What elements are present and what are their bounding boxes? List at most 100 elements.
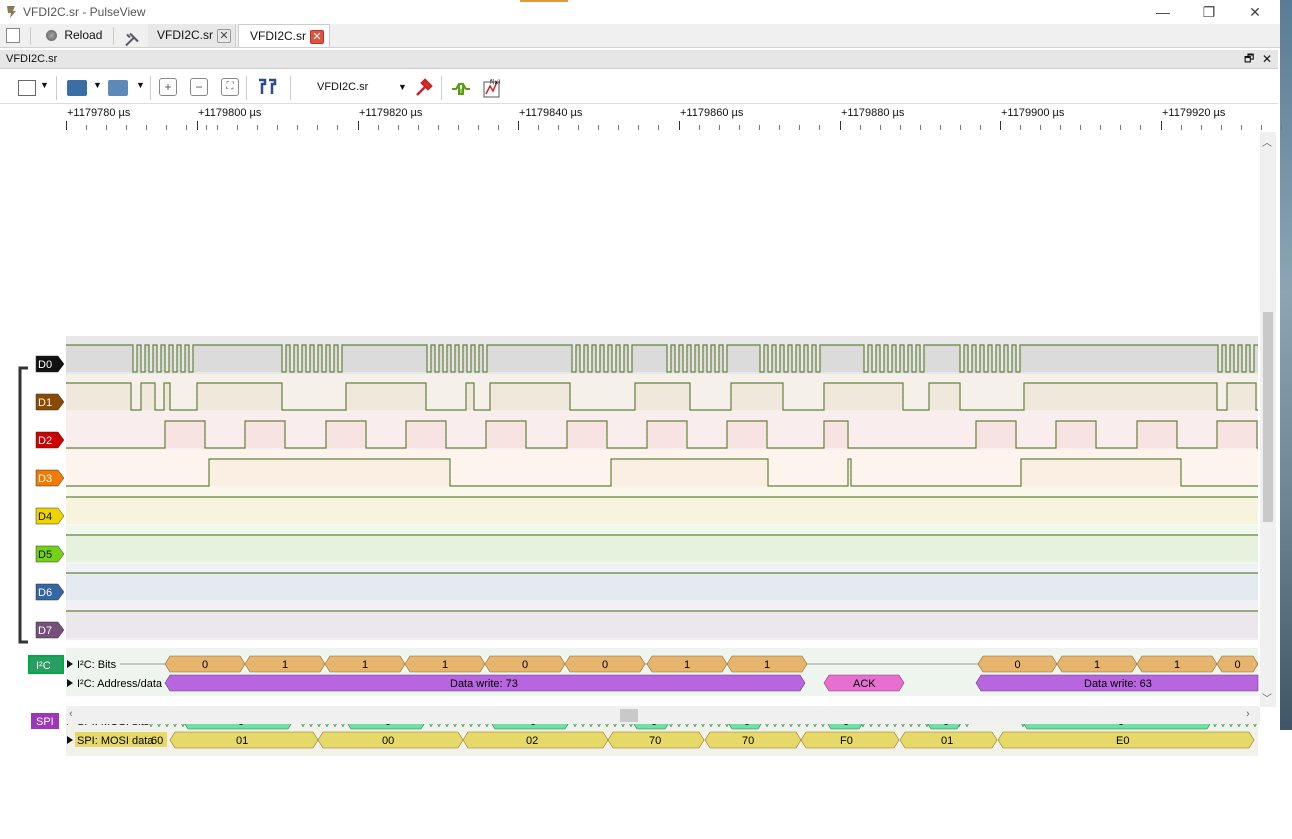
device-selector[interactable]: VFDI2C.sr ▼ xyxy=(300,78,408,96)
ruler-minor-tick xyxy=(378,125,379,130)
maximize-button[interactable]: ❐ xyxy=(1202,4,1216,20)
ruler-minor-tick xyxy=(1060,125,1061,130)
channel-label-badge xyxy=(35,355,65,373)
channel-label-badge xyxy=(35,507,65,525)
high-level-fill xyxy=(455,345,459,372)
zoom-in-icon[interactable]: + xyxy=(159,78,177,96)
channel-label-badge xyxy=(35,431,65,449)
scroll-down-icon[interactable]: ﹀ xyxy=(1262,694,1272,705)
high-level-fill xyxy=(169,345,173,372)
high-level-fill xyxy=(66,535,1258,562)
channel-label-d3: D3 xyxy=(38,473,52,485)
spi-data-value: 02 xyxy=(526,735,538,747)
high-level-fill xyxy=(1137,421,1177,448)
i2c-decoder-badge xyxy=(28,655,64,674)
ruler-minor-tick xyxy=(1020,125,1021,130)
close-dock-icon[interactable]: ✕ xyxy=(1262,52,1273,66)
channel-label-badge xyxy=(35,469,65,487)
vertical-scroll-thumb[interactable] xyxy=(1263,312,1273,522)
zoom-fit-icon[interactable]: ⛶ xyxy=(221,78,239,96)
tab-session-2[interactable]: VFDI2C.sr✕ xyxy=(238,24,330,47)
horizontal-scrollbar[interactable]: ‹ › xyxy=(66,707,1260,724)
close-button[interactable]: ✕ xyxy=(1249,4,1261,20)
channel-label-d6: D6 xyxy=(38,587,52,599)
save-dropdown-icon[interactable]: ▼ xyxy=(136,80,145,90)
new-view-icon[interactable] xyxy=(18,80,36,96)
ruler-tick xyxy=(1161,121,1162,130)
i2c-bit-value: 1 xyxy=(1174,659,1180,671)
i2c-bits-label: I²C: Bits xyxy=(77,659,117,671)
tab-close-icon[interactable]: ✕ xyxy=(310,29,325,44)
ruler-minor-tick xyxy=(418,125,419,130)
high-level-fill xyxy=(1021,459,1181,486)
tab-session-1[interactable]: VFDI2C.sr✕ xyxy=(148,24,236,47)
ruler-minor-tick xyxy=(1281,125,1282,130)
high-level-fill xyxy=(1004,345,1008,372)
high-level-fill xyxy=(671,345,675,372)
horizontal-scroll-thumb[interactable] xyxy=(620,709,638,722)
high-level-fill xyxy=(611,459,768,486)
vertical-scrollbar[interactable]: ︿ ﹀ xyxy=(1260,132,1276,707)
high-level-fill xyxy=(490,383,570,410)
scroll-up-icon[interactable]: ︿ xyxy=(1262,138,1272,149)
open-file-icon[interactable] xyxy=(67,80,87,96)
ruler-minor-tick xyxy=(1261,125,1262,130)
probe-config-icon[interactable] xyxy=(413,76,435,98)
ruler-minor-tick xyxy=(658,125,659,130)
high-level-fill xyxy=(294,345,298,372)
new-session-icon[interactable] xyxy=(6,28,20,43)
add-decoder-icon[interactable] xyxy=(450,78,472,100)
i2c-bit-value: 1 xyxy=(1094,659,1100,671)
float-dock-icon[interactable]: 🗗 xyxy=(1244,53,1255,65)
ruler-tick-label: +1179780 µs xyxy=(67,107,131,119)
high-level-fill xyxy=(900,345,904,372)
high-level-fill xyxy=(812,345,816,372)
session-dock-title: VFDI2C.sr 🗗 ✕ xyxy=(0,50,1278,69)
high-level-fill xyxy=(245,421,285,448)
high-level-fill xyxy=(141,383,155,410)
new-view-dropdown-icon[interactable]: ▼ xyxy=(40,80,49,90)
high-level-fill xyxy=(820,345,864,372)
add-math-icon[interactable]: f(x) xyxy=(483,77,501,99)
minimize-button[interactable]: — xyxy=(1156,4,1170,20)
high-level-fill xyxy=(892,345,896,372)
ruler-minor-tick xyxy=(980,125,981,130)
high-level-fill xyxy=(1056,421,1096,448)
high-level-fill xyxy=(479,345,483,372)
tab-close-icon[interactable]: ✕ xyxy=(217,28,232,43)
ruler-minor-tick xyxy=(257,125,258,130)
ruler-minor-tick xyxy=(880,125,881,130)
sample-dots xyxy=(66,382,1258,411)
session-title: VFDI2C.sr xyxy=(6,53,58,65)
high-level-fill xyxy=(1012,345,1016,372)
ruler-tick-label: +1179860 µs xyxy=(680,107,744,119)
scroll-right-icon[interactable]: › xyxy=(1246,708,1250,720)
high-level-fill xyxy=(302,345,306,372)
high-level-fill xyxy=(695,345,699,372)
expand-arrow-icon xyxy=(67,660,73,668)
settings-tools-icon[interactable] xyxy=(124,28,140,51)
high-level-fill xyxy=(145,345,149,372)
scroll-left-icon[interactable]: ‹ xyxy=(69,708,73,720)
cursor-marker-icon[interactable] xyxy=(256,76,278,98)
sample-dots xyxy=(66,420,1258,449)
reload-button[interactable]: Reload xyxy=(46,24,102,47)
time-ruler[interactable]: +1179780 µs+1179800 µs+1179820 µs+117984… xyxy=(66,104,1282,132)
ruler-minor-tick xyxy=(1080,125,1081,130)
high-level-fill xyxy=(868,345,872,372)
high-level-fill xyxy=(66,611,1258,638)
channel-label-d2: D2 xyxy=(38,435,52,447)
tab-label: VFDI2C.sr xyxy=(250,29,307,43)
open-dropdown-icon[interactable]: ▼ xyxy=(93,80,102,90)
svg-text:f(x): f(x) xyxy=(490,79,500,86)
high-level-fill xyxy=(929,383,960,410)
save-file-icon[interactable] xyxy=(108,80,128,96)
device-dropdown-icon: ▼ xyxy=(398,82,407,92)
zoom-out-icon[interactable]: − xyxy=(190,78,208,96)
i2c-bit-value: 0 xyxy=(202,659,208,671)
pulseview-app-icon xyxy=(7,6,16,18)
i2c-bit-value: 1 xyxy=(684,659,690,671)
ruler-minor-tick xyxy=(618,125,619,130)
